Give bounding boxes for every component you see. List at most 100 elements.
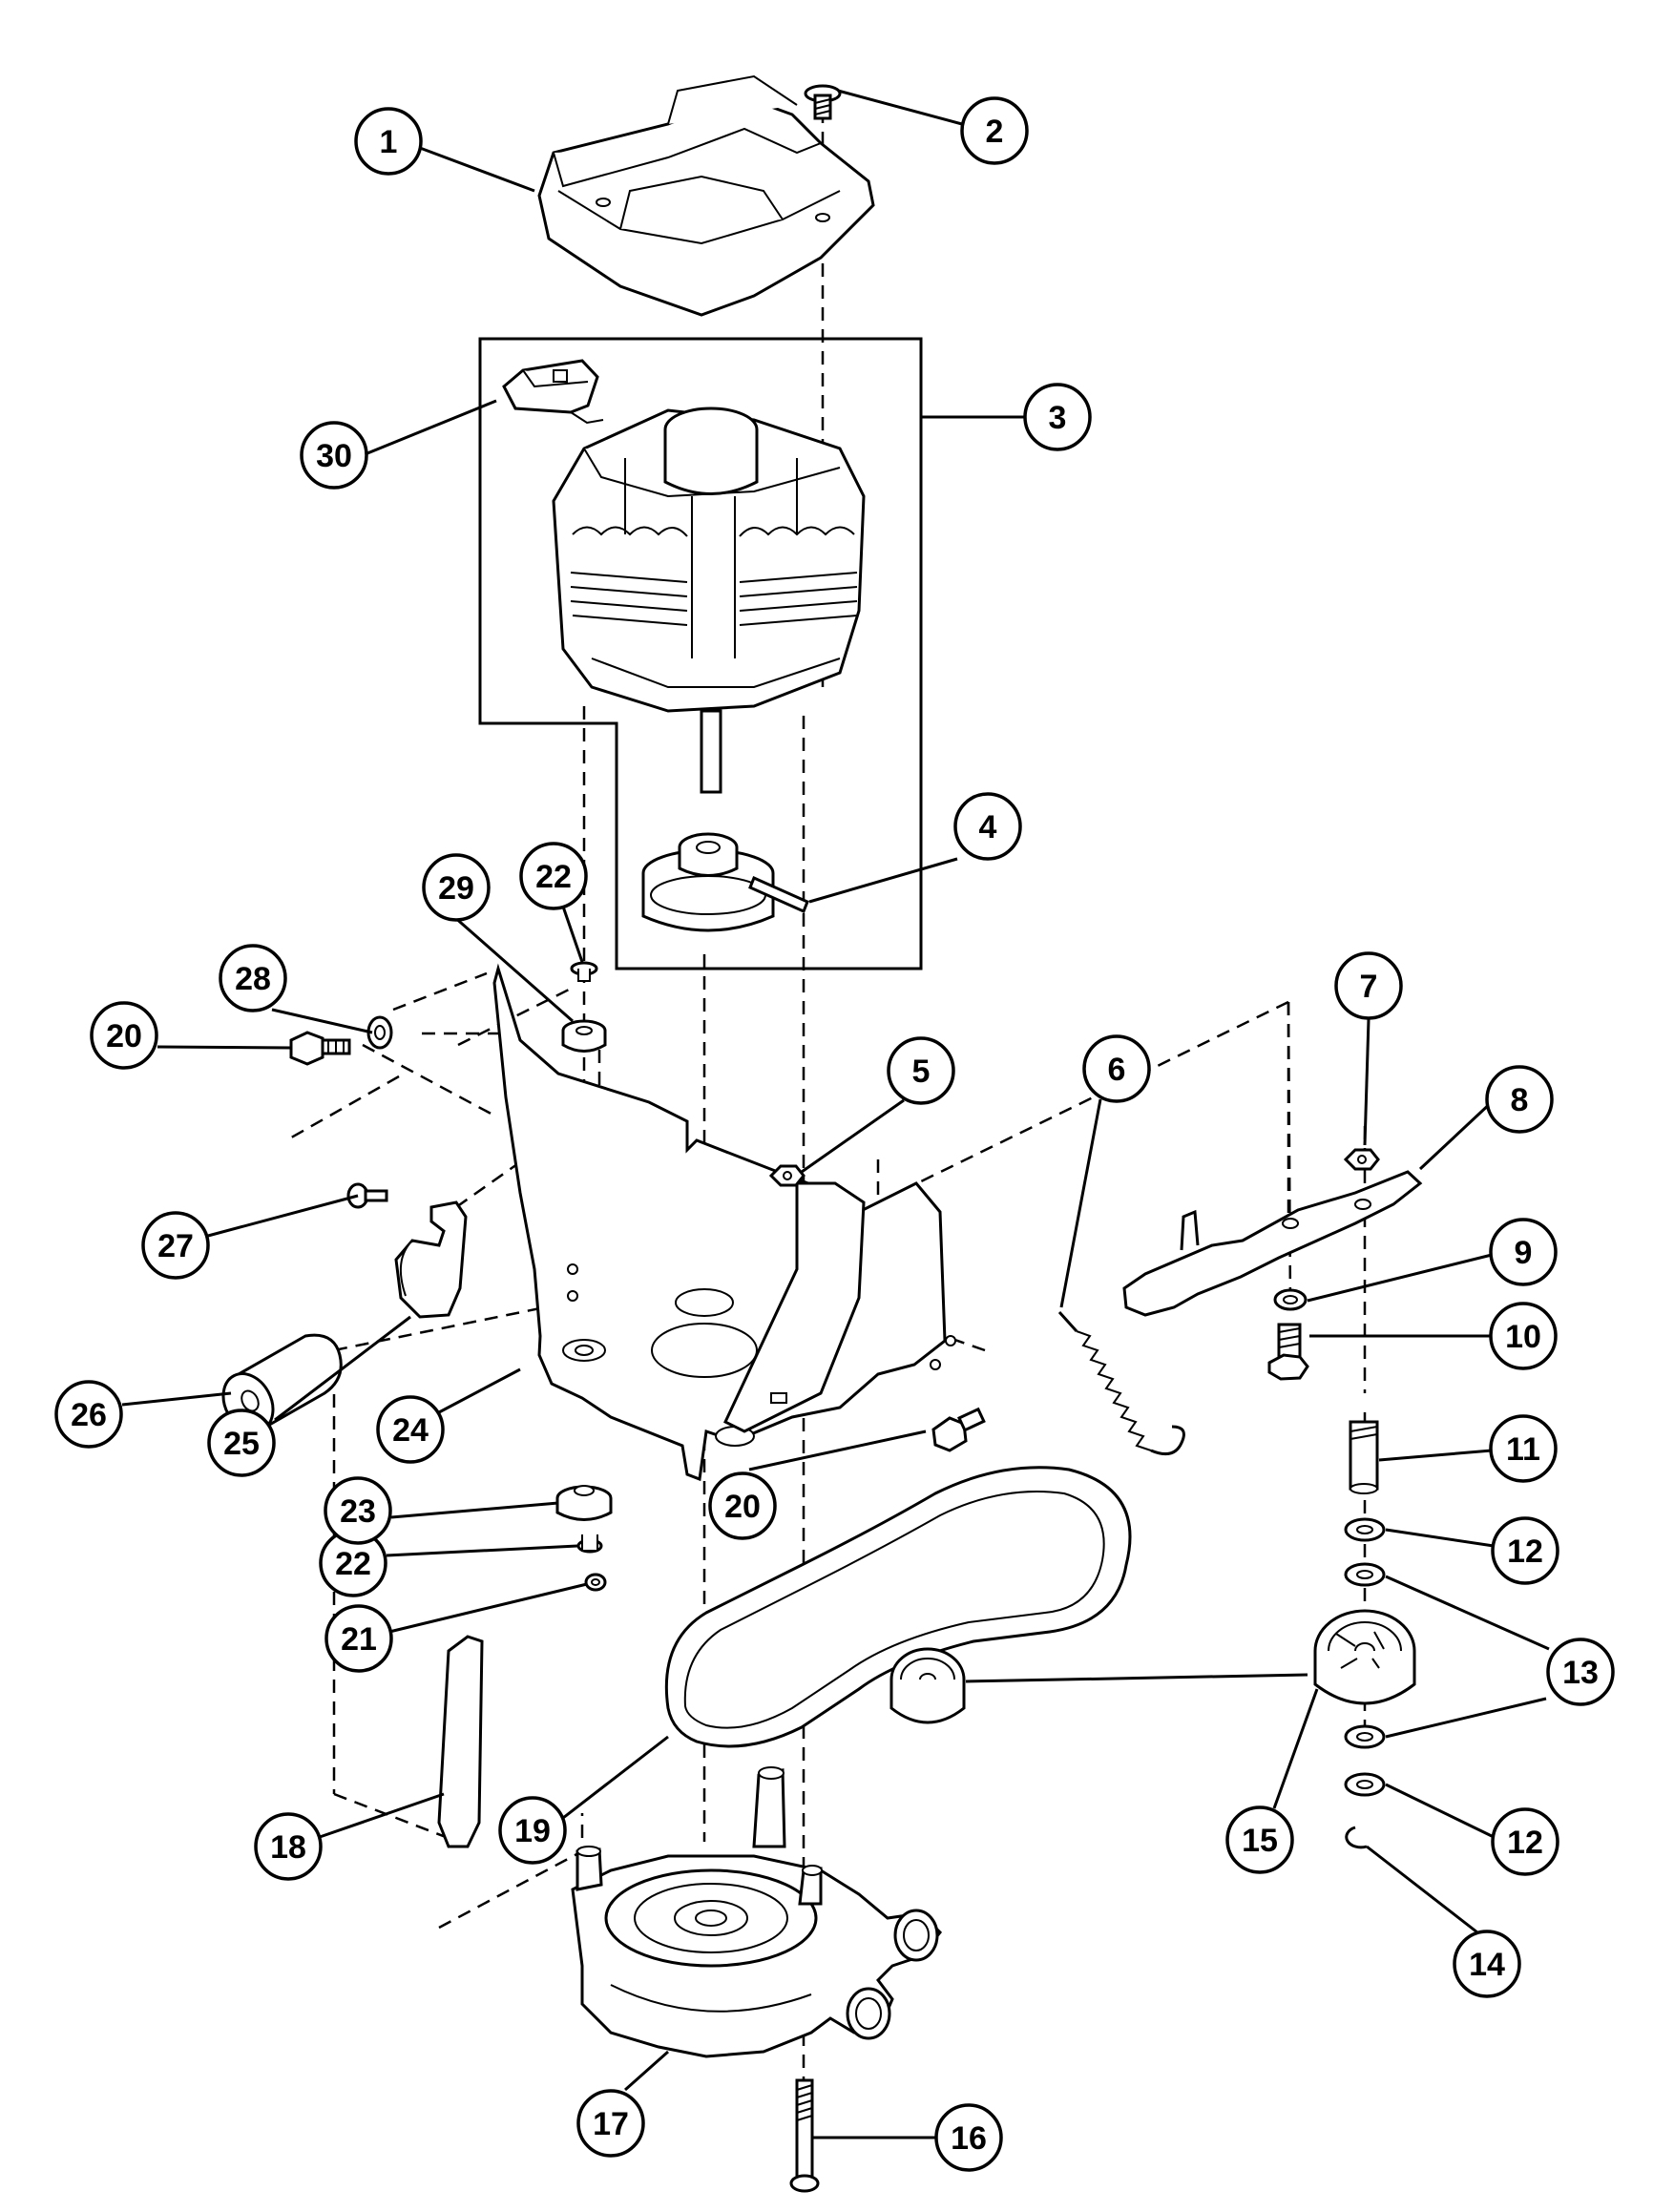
svg-text:25: 25	[223, 1426, 260, 1462]
callout-24: 24	[376, 1395, 445, 1464]
pulley-key	[748, 875, 809, 914]
svg-text:8: 8	[1511, 1082, 1529, 1118]
grommet-lower	[555, 1485, 613, 1521]
callout-3: 3	[1023, 383, 1092, 451]
washer-12-top	[1344, 1517, 1386, 1542]
callout-11: 11	[1489, 1414, 1558, 1483]
stud-10	[1267, 1323, 1309, 1381]
svg-text:5: 5	[912, 1054, 931, 1090]
bolt-lower	[931, 1407, 986, 1452]
svg-text:26: 26	[71, 1397, 107, 1433]
idler-pulley-in-belt	[889, 1647, 966, 1724]
callout-28: 28	[219, 944, 287, 1012]
svg-text:12: 12	[1507, 1534, 1543, 1570]
callout-22-lower: 22	[319, 1529, 387, 1597]
callout-20-lower: 20	[708, 1471, 777, 1540]
svg-text:1: 1	[380, 124, 398, 160]
washer-12-bottom	[1344, 1772, 1386, 1797]
svg-text:20: 20	[106, 1018, 142, 1054]
callout-9: 9	[1489, 1218, 1558, 1286]
svg-text:3: 3	[1049, 400, 1067, 436]
callout-25: 25	[207, 1409, 276, 1477]
callout-26: 26	[54, 1380, 123, 1449]
svg-text:7: 7	[1360, 969, 1378, 1005]
svg-text:10: 10	[1505, 1319, 1541, 1355]
callout-30: 30	[300, 421, 368, 490]
callout-29: 29	[422, 853, 491, 922]
callout-8: 8	[1485, 1065, 1554, 1134]
callout-6: 6	[1082, 1034, 1151, 1103]
svg-text:29: 29	[438, 870, 474, 907]
nut-7	[1343, 1148, 1380, 1171]
nut-5	[768, 1164, 806, 1187]
motor-pulley	[641, 832, 775, 932]
callout-12-bottom: 12	[1491, 1807, 1559, 1876]
pump-bolt	[789, 2078, 820, 2193]
capacitor-clamp	[394, 1200, 468, 1319]
callout-22-upper: 22	[519, 842, 588, 910]
callout-7: 7	[1334, 951, 1403, 1020]
callout-17: 17	[576, 2089, 645, 2158]
svg-text:2: 2	[986, 114, 1004, 150]
nut-21	[584, 1573, 607, 1592]
bushing-top	[570, 961, 598, 982]
callout-16: 16	[934, 2103, 1003, 2172]
tension-spring	[1057, 1310, 1185, 1456]
svg-text:15: 15	[1242, 1823, 1278, 1859]
washer-9	[1273, 1288, 1308, 1311]
water-pump	[571, 1766, 943, 2058]
svg-text:21: 21	[341, 1621, 377, 1658]
svg-text:12: 12	[1507, 1825, 1543, 1861]
callout-15: 15	[1225, 1805, 1294, 1874]
shaft-11	[1349, 1420, 1379, 1494]
svg-text:24: 24	[392, 1412, 429, 1449]
svg-text:19: 19	[514, 1813, 551, 1849]
shield-18	[437, 1635, 484, 1848]
callout-2: 2	[960, 96, 1029, 165]
svg-text:16: 16	[951, 2120, 987, 2157]
leader-lines	[121, 89, 1550, 2139]
svg-text:4: 4	[979, 809, 997, 845]
washer-13-bottom	[1344, 1724, 1386, 1749]
retaining-clip	[1345, 1826, 1368, 1849]
callout-20-upper: 20	[90, 1001, 158, 1070]
callout-4: 4	[953, 792, 1022, 861]
motor-cover	[537, 74, 875, 317]
callout-18: 18	[254, 1812, 323, 1881]
callout-1: 1	[354, 107, 423, 176]
drive-motor	[552, 407, 866, 794]
callout-10: 10	[1489, 1302, 1558, 1370]
svg-text:17: 17	[593, 2106, 629, 2142]
bushing-lower	[576, 1534, 603, 1554]
motor-switch	[502, 359, 604, 425]
bolt-upper	[289, 1031, 351, 1066]
cover-screw	[804, 84, 842, 120]
callout-27: 27	[141, 1211, 210, 1280]
motor-mounting-bracket	[492, 963, 956, 1482]
svg-text:23: 23	[340, 1493, 376, 1530]
grommet-top	[561, 1019, 607, 1053]
svg-text:11: 11	[1506, 1431, 1540, 1468]
callout-23: 23	[324, 1476, 392, 1545]
svg-text:18: 18	[270, 1829, 306, 1866]
svg-text:27: 27	[157, 1228, 194, 1264]
callout-12-top: 12	[1491, 1516, 1559, 1585]
idler-arm	[1122, 1170, 1423, 1317]
svg-text:6: 6	[1108, 1052, 1126, 1088]
callout-19: 19	[498, 1796, 567, 1865]
callout-21: 21	[324, 1604, 393, 1673]
idler-pulley	[1313, 1609, 1416, 1705]
svg-text:30: 30	[316, 438, 352, 474]
callout-13: 13	[1546, 1638, 1615, 1706]
drive-belt	[664, 1466, 1132, 1748]
washer-13-top	[1344, 1562, 1386, 1587]
callout-14: 14	[1453, 1930, 1521, 1998]
svg-text:20: 20	[724, 1489, 761, 1525]
svg-text:22: 22	[535, 859, 572, 895]
svg-text:13: 13	[1562, 1655, 1599, 1691]
svg-text:9: 9	[1515, 1235, 1533, 1271]
svg-text:28: 28	[235, 961, 271, 997]
callout-5: 5	[887, 1036, 955, 1105]
svg-text:22: 22	[335, 1546, 371, 1582]
